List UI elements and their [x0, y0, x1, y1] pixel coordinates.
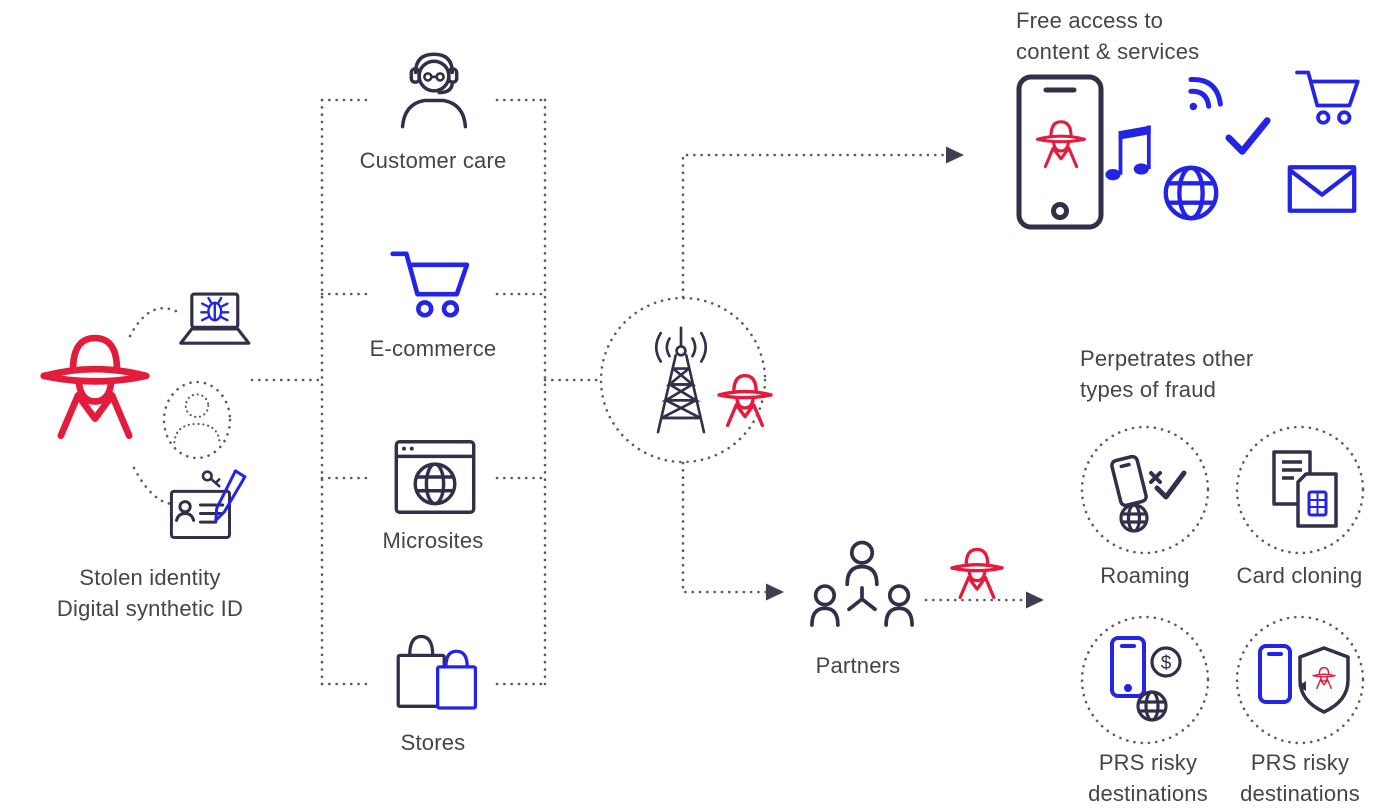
free-access-title: Free access to content & services — [1016, 5, 1336, 67]
shopping-cart-icon — [1294, 66, 1366, 130]
prs-risky-2-label: PRS risky destinations — [1225, 747, 1375, 809]
fraudster-spy-icon — [34, 318, 156, 446]
card-cloning-icon — [1252, 440, 1350, 538]
smartphone-icon — [1014, 72, 1106, 232]
free-access-line1: Free access to — [1016, 8, 1164, 33]
microsites-label: Microsites — [382, 528, 484, 553]
envelope-icon — [1286, 162, 1358, 216]
partner-network-icon — [806, 536, 918, 638]
stores-label: Stores — [400, 730, 466, 755]
other-fraud-title: Perpetrates other types of fraud — [1080, 343, 1360, 405]
stolen-identity-line2: Digital synthetic ID — [56, 596, 244, 621]
wifi-icon — [1169, 61, 1237, 128]
prs-risky-1-line2: destinations — [1088, 781, 1208, 806]
ecommerce-label: E-commerce — [369, 336, 497, 361]
prs-risky-1-line1: PRS risky — [1098, 750, 1198, 775]
stolen-identity-label: Stolen identity Digital synthetic ID — [5, 562, 295, 624]
shield-icon — [1298, 646, 1350, 714]
fraudster-spy-icon — [714, 364, 776, 432]
dollar-coin-icon: $ — [1150, 646, 1182, 678]
fraudster-spy-icon — [947, 538, 1007, 604]
arrowheads — [766, 146, 1044, 609]
prs-risky-1-label: PRS risky destinations — [1073, 747, 1223, 809]
stolen-id-card-icon — [168, 466, 250, 544]
customer-care-label: Customer care — [359, 148, 507, 173]
laptop-malware-icon — [176, 290, 252, 352]
browser-globe-icon — [392, 436, 478, 518]
roaming-icon — [1094, 436, 1198, 540]
pen-icon — [214, 469, 247, 522]
prs-risky-2-line1: PRS risky — [1250, 750, 1350, 775]
prs-phone-shield-icon — [1248, 628, 1350, 728]
prs-phone-money-icon: $ — [1096, 628, 1196, 728]
music-note-icon — [1100, 118, 1158, 186]
cell-tower-icon — [628, 318, 734, 442]
roaming-label: Roaming — [1100, 563, 1190, 588]
other-fraud-line2: types of fraud — [1080, 377, 1217, 402]
other-fraud-line1: Perpetrates other — [1080, 346, 1254, 371]
prs-risky-2-line2: destinations — [1240, 781, 1360, 806]
partners-label: Partners — [815, 653, 901, 678]
fraudster-spy-icon — [1033, 112, 1089, 172]
checkmark-icon — [1224, 114, 1272, 158]
ecommerce-cart-icon — [389, 246, 477, 324]
svg-text:$: $ — [1161, 653, 1172, 674]
free-access-line2: content & services — [1016, 39, 1200, 64]
globe-icon — [1160, 162, 1222, 224]
anonymous-person-icon — [164, 386, 230, 448]
globe-icon — [1136, 690, 1168, 722]
customer-care-agent-icon — [386, 44, 482, 136]
card-cloning-label: Card cloning — [1236, 563, 1363, 588]
shopping-bags-icon — [390, 626, 482, 716]
key-icon — [201, 470, 221, 488]
stolen-identity-line1: Stolen identity — [79, 565, 221, 590]
